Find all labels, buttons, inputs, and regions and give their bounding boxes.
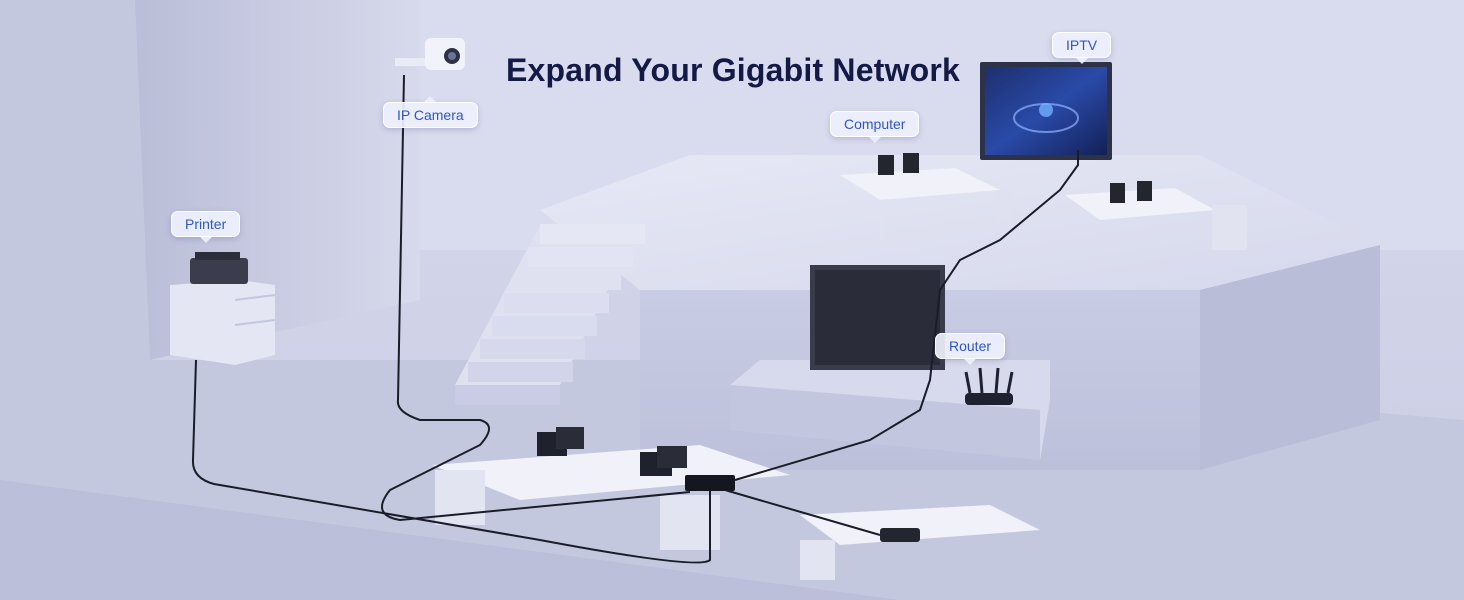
computer-label: Computer [830,111,920,143]
ip-camera-label: IP Camera [383,96,478,128]
network-cables [191,74,1079,564]
network-switch-icon [685,475,735,491]
ip-camera-icon [395,38,465,70]
router-icon [964,367,1014,405]
printer-icon [170,252,276,365]
router-label: Router [935,333,1006,365]
upper-desks [840,153,1247,250]
staircase [455,224,645,405]
page-title: Expand Your Gigabit Network [506,52,961,88]
iptv-screen-icon [980,62,1112,160]
tv-screen-icon [810,265,945,370]
desk-phone-icon [880,528,920,542]
iptv-label: IPTV [1052,32,1112,64]
computer-monitor-icon [878,155,894,175]
lower-desks [432,427,1040,580]
printer-label: Printer [171,211,241,243]
